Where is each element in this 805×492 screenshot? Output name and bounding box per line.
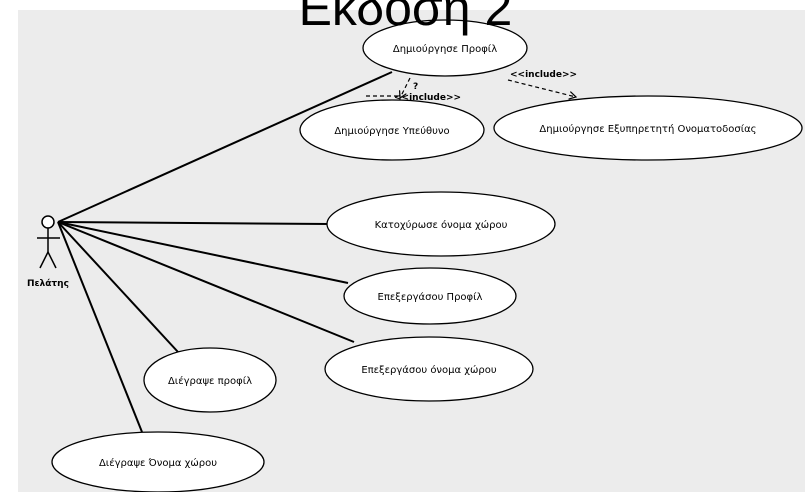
use-case-create-registrar-service[interactable]: Δημιούργησε Εξυπηρετητή Ονοματοδοσίας xyxy=(493,95,803,161)
multiplicity-label: ? xyxy=(413,82,418,92)
use-case-delete-profile-label: Διέγραψε προφίλ xyxy=(168,375,252,387)
include-arrow-responsible xyxy=(400,77,411,98)
actor-label: Πελάτης xyxy=(27,279,69,289)
actor-customer xyxy=(37,215,60,269)
include-label-right: <<include>> xyxy=(510,70,577,80)
use-case-create-profile-label: Δημιούργησε Προφίλ xyxy=(393,43,497,55)
actor-head xyxy=(41,215,55,229)
association-edit-domain xyxy=(57,221,355,343)
use-case-create-profile[interactable]: Δημιούργησε Προφίλ xyxy=(362,19,528,77)
use-case-create-responsible-label: Δημιούργησε Υπεύθυνο xyxy=(334,125,449,137)
use-case-register-domain-shape xyxy=(326,191,556,257)
use-case-edit-profile-shape xyxy=(343,267,517,325)
use-case-delete-profile[interactable]: Διέγραψε προφίλ xyxy=(143,347,277,413)
use-case-edit-domain-label: Επεξεργάσου όνομα χώρου xyxy=(361,364,497,376)
use-case-create-registrar-service-shape xyxy=(493,95,803,161)
include-label-left: <<include>> xyxy=(394,93,461,103)
use-case-edit-domain[interactable]: Επεξεργάσου όνομα χώρου xyxy=(324,336,534,402)
actor-right-leg xyxy=(47,251,57,269)
actor-left-leg xyxy=(39,251,49,269)
use-case-create-registrar-service-label: Δημιούργησε Εξυπηρετητή Ονοματοδοσίας xyxy=(539,123,756,135)
use-case-register-domain-label: Κατοχύρωσε όνομα χώρου xyxy=(375,219,508,231)
use-case-create-profile-shape xyxy=(362,19,528,77)
use-case-delete-profile-shape xyxy=(143,347,277,413)
association-delete-domain xyxy=(57,221,143,433)
include-relations xyxy=(366,77,576,98)
association-delete-profile xyxy=(57,221,179,353)
use-case-edit-profile-label: Επεξεργάσου Προφίλ xyxy=(378,291,483,303)
use-case-edit-domain-shape xyxy=(324,336,534,402)
use-case-register-domain[interactable]: Κατοχύρωσε όνομα χώρου xyxy=(326,191,556,257)
association-create-profile xyxy=(57,71,393,223)
association-register-domain xyxy=(57,221,331,225)
include-arrow-registrar xyxy=(507,79,576,97)
use-case-delete-domain[interactable]: Διέγραψε Όνομα χώρου xyxy=(51,431,265,492)
use-case-delete-domain-label: Διέγραψε Όνομα χώρου xyxy=(99,457,217,469)
use-case-create-responsible-shape xyxy=(299,99,485,161)
association-edit-profile xyxy=(57,221,349,284)
page-title: Έκδοση 2 xyxy=(292,0,513,36)
use-case-edit-profile[interactable]: Επεξεργάσου Προφίλ xyxy=(343,267,517,325)
use-case-create-responsible[interactable]: Δημιούργησε Υπεύθυνο xyxy=(299,99,485,161)
association-lines xyxy=(57,71,393,433)
use-case-delete-domain-shape xyxy=(51,431,265,492)
